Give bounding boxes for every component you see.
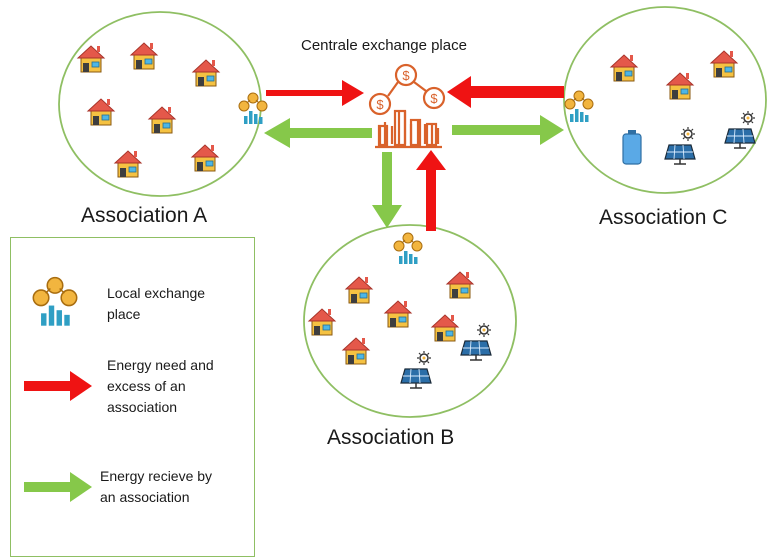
association-a-circle xyxy=(58,11,262,197)
arrow-a-to-center xyxy=(266,80,364,106)
battery-icon xyxy=(622,130,642,165)
house-icon xyxy=(666,72,694,100)
local-exchange-icon xyxy=(238,92,268,125)
house-icon xyxy=(345,276,373,304)
central-exchange-title: Centrale exchange place xyxy=(301,37,467,54)
house-icon xyxy=(191,144,219,172)
solar-panel-icon xyxy=(400,350,432,389)
arrow-c-to-center xyxy=(447,76,564,108)
association-c-circle xyxy=(563,6,767,194)
red-arrow-legend-icon xyxy=(24,371,92,401)
house-icon xyxy=(342,337,370,365)
arrow-center-to-b xyxy=(372,152,402,228)
house-icon xyxy=(87,98,115,126)
legend-green-arrow-text: Energy recieve by an association xyxy=(100,468,213,505)
green-arrow-legend-icon xyxy=(24,472,92,502)
dollar-sign-icon: $ xyxy=(376,97,384,112)
arrow-b-to-center xyxy=(416,150,446,231)
association-a-label: Association A xyxy=(81,204,208,227)
association-b-circle xyxy=(303,224,517,418)
house-icon xyxy=(610,54,638,82)
arrow-center-to-a xyxy=(264,118,372,148)
dollar-sign-icon: $ xyxy=(402,68,410,83)
solar-panel-icon xyxy=(460,322,492,361)
arrow-center-to-c xyxy=(452,115,564,145)
local-exchange-icon xyxy=(564,90,594,123)
house-icon xyxy=(308,308,336,336)
house-icon xyxy=(446,271,474,299)
local-exchange-icon xyxy=(393,232,423,265)
house-icon xyxy=(114,150,142,178)
solar-panel-icon xyxy=(724,110,756,149)
central-exchange-icon xyxy=(368,63,446,149)
house-icon xyxy=(130,42,158,70)
house-icon xyxy=(148,106,176,134)
house-icon xyxy=(77,45,105,73)
legend-local-exchange-text: Local exchange place xyxy=(107,285,206,322)
dollar-sign-icon: $ xyxy=(430,91,438,106)
legend-red-arrow-text: Energy need and excess of an association xyxy=(107,357,214,415)
house-icon xyxy=(431,314,459,342)
association-c-label: Association C xyxy=(599,206,728,229)
solar-panel-icon xyxy=(664,126,696,165)
house-icon xyxy=(192,59,220,87)
association-b-label: Association B xyxy=(327,426,455,449)
house-icon xyxy=(384,300,412,328)
house-icon xyxy=(710,50,738,78)
